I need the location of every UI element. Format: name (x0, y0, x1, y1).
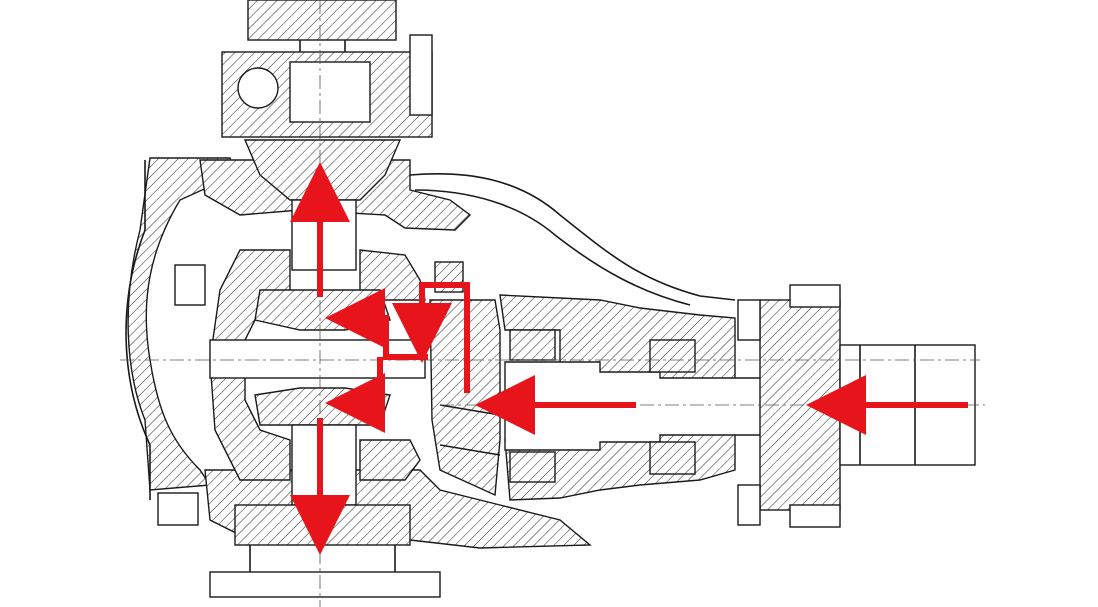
left-housing-wall (127, 157, 236, 491)
upper-housing-rib (409, 172, 736, 301)
arrow-to-lower-side-gear (325, 357, 385, 433)
pinion-rear-bearing-lower (509, 451, 556, 483)
lower-axle-neck (249, 545, 396, 572)
upper-axle-assembly (221, 0, 433, 271)
pinion-shaft-assembly (504, 329, 771, 483)
flange-bolt-lower (737, 484, 761, 526)
upper-bearing-race (289, 61, 371, 123)
pinion-outer-bearing-lower (649, 441, 696, 475)
flange-nut-lower (789, 504, 841, 528)
left-shell-outline (125, 160, 151, 500)
power-flow-arrows (290, 162, 968, 555)
upper-ball-bearing (237, 67, 279, 109)
pinion-outer-bearing-upper (649, 339, 696, 373)
flange-bolt-upper (737, 299, 761, 341)
arrow-to-upper-side-gear (325, 288, 389, 357)
arrow-ring-gear-route (392, 282, 470, 393)
upper-axle-hub (247, 0, 397, 41)
lower-axle-flange (209, 571, 441, 598)
lower-side-gear-shaft (291, 424, 357, 506)
upper-housing-rib-inner (414, 189, 691, 306)
lower-left-bolt (157, 492, 199, 526)
diff-case-right-lower (359, 439, 421, 481)
left-case-bolt (174, 264, 206, 306)
upper-bolt (409, 34, 433, 116)
upper-side-gear-shaft (291, 199, 357, 271)
lower-axle-assembly (157, 492, 441, 598)
pinion-front-bearing (509, 329, 556, 361)
flange-nut-upper (789, 284, 841, 308)
